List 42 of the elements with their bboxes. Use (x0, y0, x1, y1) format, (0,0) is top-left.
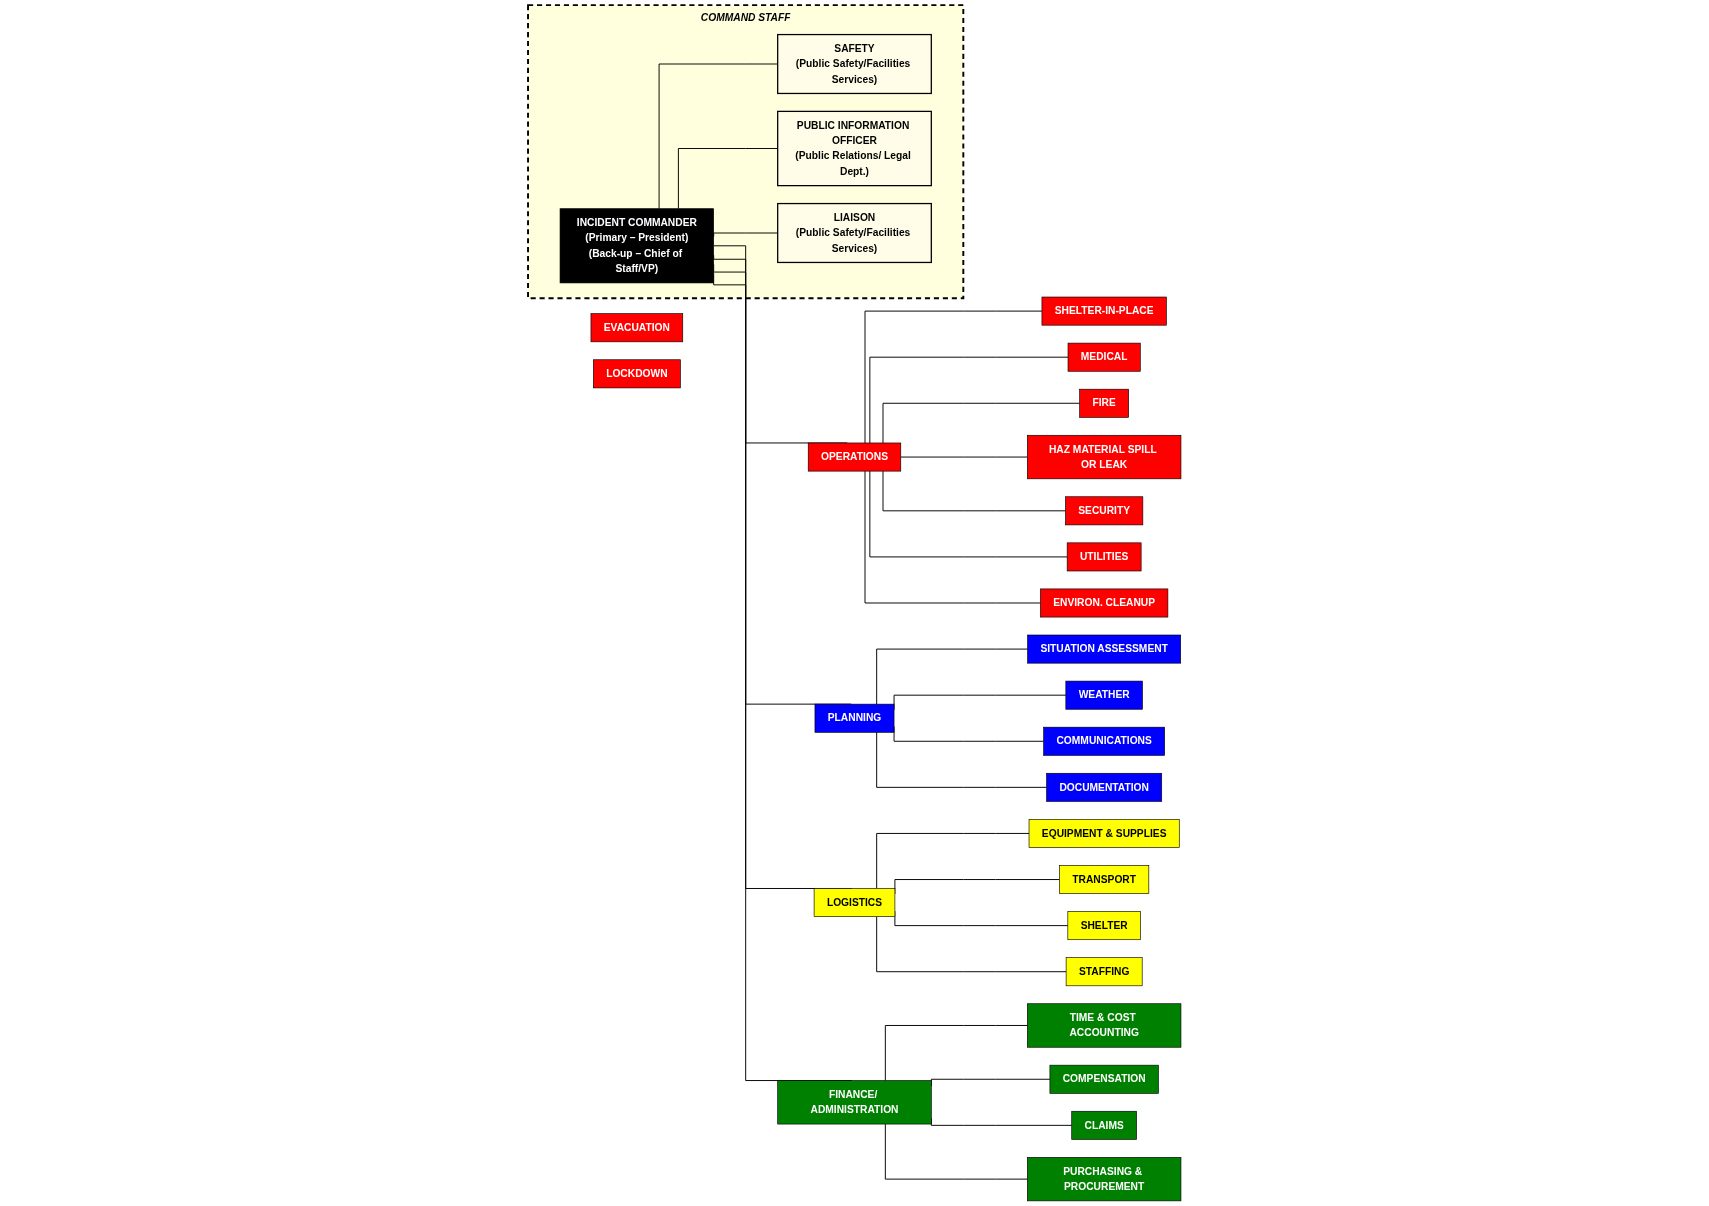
node-box: TIME & COST ACCOUNTING (1027, 1003, 1182, 1048)
node-box: PUBLIC INFORMATION OFFICER (Public Relations/ Legal Dept.) (777, 110, 932, 187)
connector (876, 916, 1067, 973)
node-box: LOCKDOWN (593, 359, 681, 389)
node-box: FIRE (1079, 388, 1129, 418)
node-box: COMMUNICATIONS (1043, 726, 1165, 756)
node-box: COMPENSATION (1049, 1064, 1159, 1094)
node-box: SECURITY (1065, 496, 1144, 526)
node-box: EVACUATION (590, 313, 684, 343)
connector (882, 470, 1066, 512)
connector (864, 470, 1041, 604)
node-box: STAFFING (1065, 957, 1143, 987)
node-box: HAZ MATERIAL SPILL OR LEAK (1027, 434, 1182, 480)
node-box: SHELTER (1067, 911, 1141, 941)
node-box: FINANCE/ ADMINISTRATION (777, 1080, 932, 1125)
connector (882, 402, 1081, 444)
connector (876, 648, 1029, 705)
connector (869, 470, 1068, 558)
node-box: CLAIMS (1071, 1110, 1137, 1140)
node-box: INCIDENT COMMANDER (Primary – President) (Back-up – Chief of Staff/VP) (559, 208, 714, 284)
node-box: MEDICAL (1067, 342, 1141, 372)
node-box: SHELTER-IN-PLACE (1041, 296, 1167, 326)
node-box: TRANSPORT (1059, 865, 1150, 894)
node-box: WEATHER (1065, 680, 1143, 710)
node-box: UTILITIES (1066, 542, 1142, 572)
connector (900, 456, 1028, 458)
node-box: PURCHASING & PROCUREMENT (1027, 1157, 1182, 1202)
node-box: SITUATION ASSESSMENT (1027, 634, 1181, 664)
node-box: DOCUMENTATION (1046, 772, 1163, 802)
connector (864, 310, 1043, 444)
node-box: LOGISTICS (813, 888, 896, 917)
node-box: ENVIRON. CLEANUP (1040, 588, 1169, 618)
node-box: EQUIPMENT & SUPPLIES (1028, 819, 1180, 848)
node-box: OPERATIONS (807, 442, 902, 472)
node-box: SAFETY (Public Safety/Facilities Services) (777, 33, 932, 95)
connector (876, 731, 1048, 788)
connector (876, 832, 1030, 889)
connector (869, 356, 1069, 444)
node-box: PLANNING (814, 703, 895, 733)
connector (884, 1123, 1028, 1180)
node-box: LIAISON (Public Safety/Facilities Services) (777, 202, 932, 264)
connector (884, 1025, 1028, 1081)
